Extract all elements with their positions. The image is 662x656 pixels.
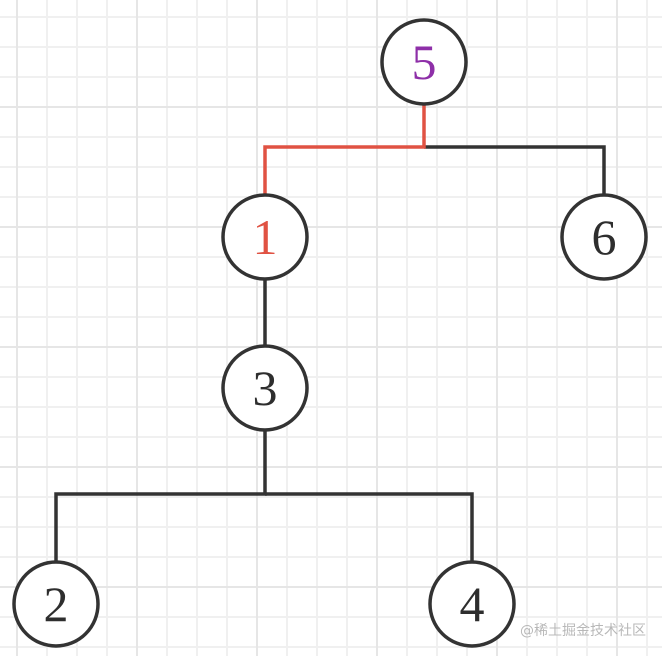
edge-5-6 xyxy=(424,145,606,196)
edge-3-2 xyxy=(54,430,267,563)
node-label: 3 xyxy=(253,360,278,416)
tree-node-5: 5 xyxy=(380,18,468,106)
node-circle xyxy=(221,193,309,281)
edge-3-4 xyxy=(265,492,474,563)
tree-node-3: 3 xyxy=(221,344,309,432)
node-label: 6 xyxy=(592,209,617,265)
node-circle xyxy=(380,18,468,106)
tree-node-4: 4 xyxy=(428,560,516,648)
node-circle xyxy=(560,193,648,281)
tree-node-6: 6 xyxy=(560,193,648,281)
node-label: 2 xyxy=(44,576,69,632)
tree-node-2: 2 xyxy=(12,560,100,648)
node-label: 4 xyxy=(460,576,485,632)
node-circle xyxy=(221,344,309,432)
node-label: 5 xyxy=(412,34,437,90)
node-label: 1 xyxy=(253,209,278,265)
tree-node-1: 1 xyxy=(221,193,309,281)
node-circle xyxy=(12,560,100,648)
edge-5-1 xyxy=(263,104,426,196)
node-circle xyxy=(428,560,516,648)
watermark: @稀土掘金技术社区 xyxy=(520,623,646,639)
